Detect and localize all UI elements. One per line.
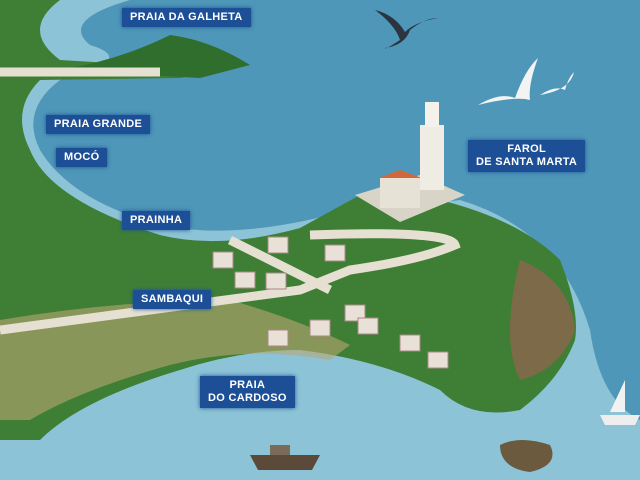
sand-beach — [0, 300, 350, 420]
rocks-cape — [510, 260, 575, 380]
rocks-south — [500, 440, 553, 472]
label-line: DO CARDOSO — [208, 392, 287, 404]
label-farol-de-santa-marta: FAROL DE SANTA MARTA — [468, 140, 586, 172]
label-sambaqui: SAMBAQUI — [133, 290, 212, 309]
label-line: FAROL — [507, 143, 546, 155]
whale-tail — [375, 10, 438, 49]
road — [0, 67, 461, 335]
label-praia-da-galheta: PRAIA DA GALHETA — [122, 8, 251, 27]
galheta-hill — [60, 35, 250, 78]
houses — [212, 236, 449, 369]
lighthouse — [355, 102, 465, 222]
label-moco: MOCÓ — [56, 148, 108, 167]
label-praia-do-cardoso: PRAIA DO CARDOSO — [200, 376, 295, 408]
label-praia-grande: PRAIA GRANDE — [46, 115, 151, 134]
label-line: PRAIA — [229, 379, 266, 391]
label-line: DE SANTA MARTA — [476, 156, 578, 168]
boat — [250, 445, 320, 470]
label-prainha: PRAINHA — [122, 211, 191, 230]
sailboat — [600, 380, 640, 425]
seagulls — [478, 58, 574, 105]
